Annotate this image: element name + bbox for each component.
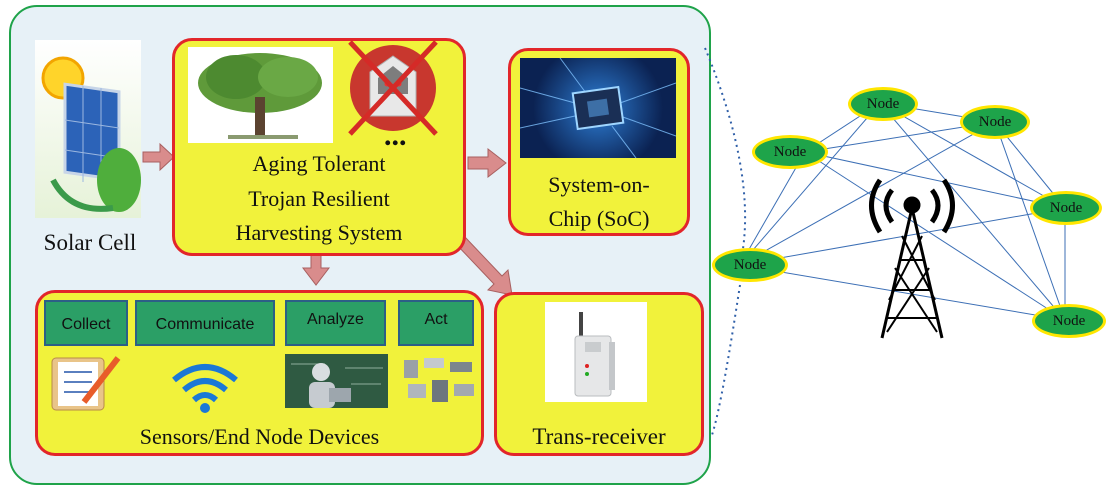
dotted-connector-top [704, 47, 747, 266]
sensor-parts-image [400, 354, 478, 408]
arrow-harvest-to-transreceiver [455, 235, 513, 296]
network-node: Node [960, 105, 1030, 139]
arrow-solar-to-harvest [142, 142, 175, 172]
collect-step: Collect [44, 300, 128, 346]
harvesting-title-line1: Aging Tolerant [252, 151, 386, 176]
harvesting-title-line2: Trojan Resilient [248, 186, 390, 211]
chip-image [520, 58, 676, 158]
communicate-step: Communicate [135, 300, 275, 346]
network-node: Node [752, 135, 828, 169]
tree-image [188, 47, 333, 143]
checklist-icon [48, 352, 122, 414]
network-node: Node [1030, 191, 1102, 225]
arrow-harvest-to-soc [467, 147, 507, 179]
solar-cell-label: Solar Cell [43, 230, 137, 255]
transreceiver-label: Trans-receiver [532, 424, 666, 449]
analyze-step: Analyze [285, 300, 386, 346]
sensors-title: Sensors/End Node Devices [139, 424, 380, 449]
radio-tower-icon [869, 178, 955, 339]
soc-title-line2: Chip (SoC) [548, 206, 650, 231]
wifi-icon [170, 360, 240, 414]
network-node: Node [1032, 304, 1106, 338]
solar-cell-image [35, 40, 141, 218]
soc-title-line1: System-on- [548, 172, 650, 197]
transreceiver-image [545, 302, 647, 402]
ellipsis-label: ... [384, 119, 407, 152]
trojan-blocked-icon [344, 38, 442, 138]
act-step: Act [398, 300, 474, 346]
network-node: Node [712, 248, 788, 282]
network-node: Node [848, 87, 918, 121]
dotted-connector-bottom [711, 284, 741, 436]
robot-analyze-image [285, 354, 388, 408]
harvesting-title-line3: Harvesting System [235, 220, 403, 245]
